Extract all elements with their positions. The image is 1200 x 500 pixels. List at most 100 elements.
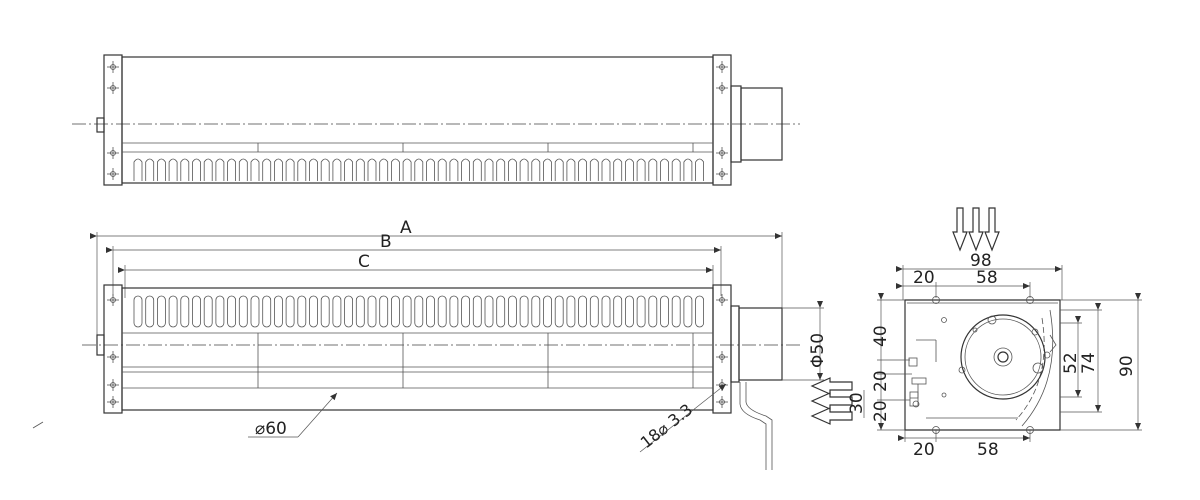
front-slot	[578, 295, 587, 328]
dim-B: B	[380, 232, 392, 252]
top-slot	[437, 158, 447, 181]
dim-40: 40	[871, 325, 891, 347]
mounting-hole	[107, 61, 119, 73]
dim-58-top: 58	[976, 268, 998, 288]
top-slot	[157, 158, 166, 181]
front-slot	[531, 295, 541, 328]
top-slot	[531, 158, 541, 181]
front-slot	[238, 295, 248, 328]
top-slot	[543, 158, 552, 181]
front-slot	[519, 295, 529, 328]
front-slot	[484, 295, 494, 328]
front-slot	[695, 295, 704, 328]
top-slot	[601, 158, 611, 181]
front-slot	[472, 295, 482, 328]
top-slot	[274, 158, 283, 181]
top-slot	[355, 158, 365, 181]
air-inlet-arrows	[952, 207, 1000, 252]
mounting-hole	[107, 294, 119, 306]
top-slot	[508, 158, 517, 181]
top-slot	[519, 158, 529, 181]
front-slot	[601, 295, 611, 328]
front-slot	[390, 295, 400, 328]
top-slot	[320, 158, 330, 181]
top-slot	[472, 158, 482, 181]
front-slot	[367, 295, 377, 328]
front-slot	[449, 295, 459, 328]
mounting-hole	[716, 168, 728, 180]
top-slot	[250, 158, 260, 181]
top-slot	[344, 158, 353, 181]
front-slot	[145, 295, 155, 328]
top-slot	[285, 158, 295, 181]
dim-58-bot: 58	[977, 440, 999, 460]
top-slot	[554, 158, 564, 181]
front-slot	[613, 295, 623, 328]
dim-phi50: Φ50	[808, 333, 828, 368]
front-slot	[507, 295, 517, 328]
front-view: A B C Φ50	[32, 218, 828, 470]
mounting-hole	[716, 61, 728, 73]
front-slot	[589, 295, 599, 328]
mounting-hole	[107, 82, 119, 94]
top-slot	[227, 158, 236, 181]
mounting-hole	[107, 147, 119, 159]
air-outlet-arrows	[810, 377, 853, 425]
mounting-hole	[716, 351, 728, 363]
front-slot	[262, 295, 272, 328]
front-slot	[496, 295, 506, 328]
motor-circle	[912, 314, 1057, 408]
front-slot	[192, 295, 201, 328]
dim-20-bot: 20	[913, 440, 935, 460]
top-slot	[660, 158, 669, 181]
front-slot	[180, 295, 190, 328]
front-slot	[543, 295, 552, 328]
side-view: 98 20 58	[810, 207, 1142, 460]
top-slot	[426, 158, 435, 181]
top-slot	[578, 158, 587, 181]
front-slot	[320, 295, 330, 328]
front-slots	[133, 295, 704, 328]
top-slot	[589, 158, 599, 181]
front-slot	[355, 295, 365, 328]
top-holes	[107, 61, 728, 180]
front-slot	[402, 295, 412, 328]
front-slot	[461, 295, 471, 328]
dim-C: C	[358, 252, 370, 272]
top-slot	[695, 158, 704, 181]
top-slot	[414, 158, 424, 181]
top-slot	[613, 158, 623, 181]
front-slot	[437, 295, 447, 328]
top-slot	[262, 158, 272, 181]
top-slot	[566, 158, 576, 181]
dim-hole: 18⌀ 3.3	[637, 400, 696, 452]
top-slot	[238, 158, 248, 181]
mounting-hole	[107, 168, 119, 180]
corner-hole	[1026, 296, 1034, 304]
front-slot	[285, 295, 295, 328]
mounting-hole	[716, 396, 728, 408]
top-slot	[391, 158, 400, 181]
front-slot	[297, 295, 307, 328]
top-slot	[461, 158, 470, 181]
side-corner-holes	[932, 296, 1034, 434]
front-slot	[566, 295, 576, 328]
top-slot	[145, 158, 155, 181]
dim-52: 52	[1061, 352, 1081, 374]
top-view	[72, 54, 800, 186]
top-slot	[648, 158, 658, 181]
front-slot	[215, 295, 225, 328]
front-slot	[273, 295, 283, 328]
top-slots	[133, 158, 704, 181]
top-slot	[379, 158, 389, 181]
front-slot	[426, 295, 435, 328]
dim-98: 98	[970, 251, 992, 271]
top-slot	[192, 158, 201, 181]
front-slot	[133, 295, 143, 328]
housing-outline	[904, 299, 1061, 431]
dim-20-top: 20	[913, 268, 935, 288]
top-slot	[636, 158, 646, 181]
front-slot	[648, 295, 658, 328]
top-slot	[671, 158, 681, 181]
